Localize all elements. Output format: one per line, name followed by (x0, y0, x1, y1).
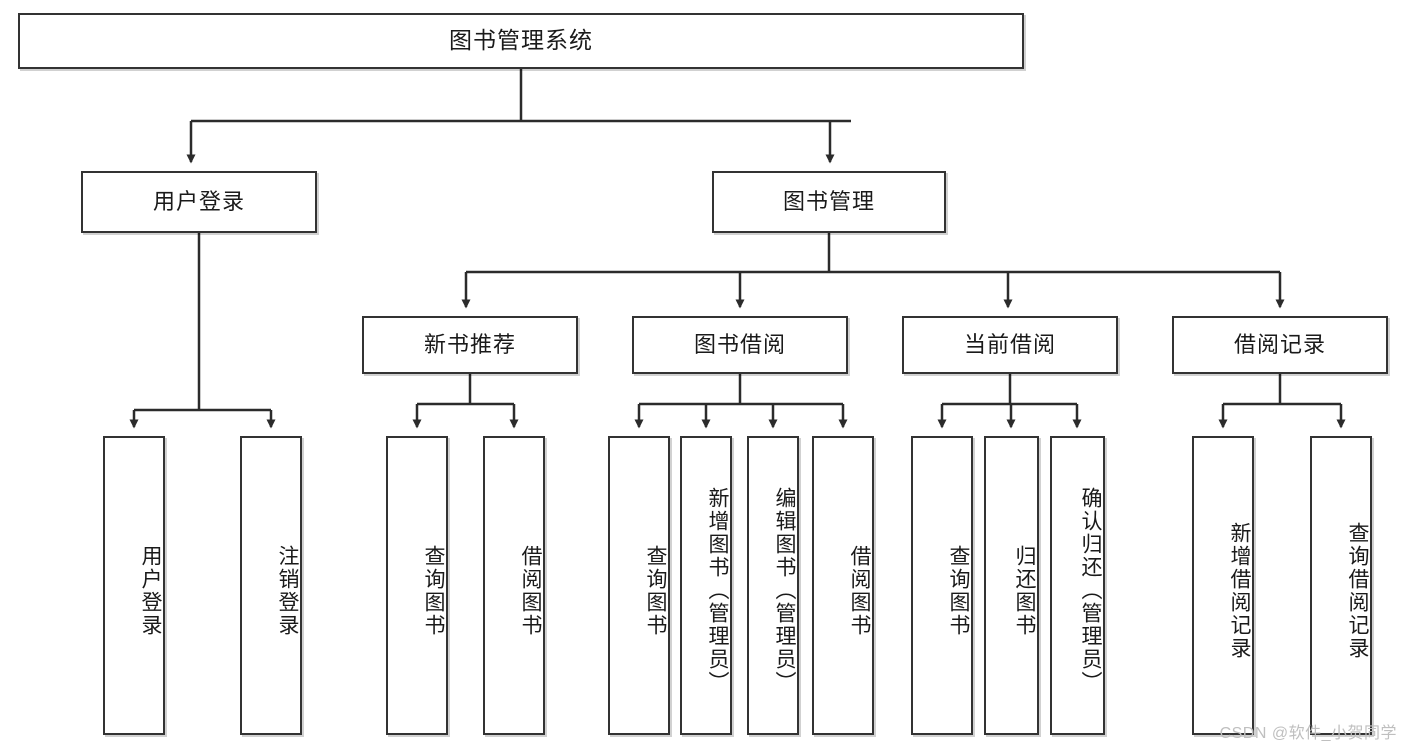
node-leaf-borrow-book-recommend[interactable]: 借阅图书 (483, 436, 545, 735)
node-leaf-logout-login[interactable]: 注销登录 (240, 436, 302, 735)
node-label: 图书管理 (782, 188, 875, 214)
node-leaf-borrow-book[interactable]: 借阅图书 (812, 436, 874, 735)
node-leaf-query-book-borrow[interactable]: 查询图书 (608, 436, 670, 735)
node-new-book-recommend[interactable]: 新书推荐 (362, 316, 578, 374)
node-label: 借阅图书 (848, 544, 871, 637)
node-root-book-management-system[interactable]: 图书管理系统 (18, 13, 1024, 69)
node-leaf-query-borrow-record[interactable]: 查询借阅记录 (1310, 436, 1372, 735)
node-current-borrow[interactable]: 当前借阅 (902, 316, 1118, 374)
node-label: 查询图书 (422, 544, 445, 637)
node-leaf-add-book-admin[interactable]: 新增图书（管理员） (680, 436, 732, 735)
node-label: 查询借阅记录 (1346, 521, 1369, 660)
node-leaf-confirm-return-admin[interactable]: 确认归还（管理员） (1050, 436, 1105, 735)
node-label: 编辑图书（管理员） (773, 487, 796, 694)
node-label: 新书推荐 (423, 331, 516, 357)
node-label: 查询图书 (947, 544, 970, 637)
node-book-management[interactable]: 图书管理 (712, 171, 946, 233)
node-book-borrow[interactable]: 图书借阅 (632, 316, 848, 374)
node-leaf-query-book-recommend[interactable]: 查询图书 (386, 436, 448, 735)
node-label: 借阅记录 (1233, 331, 1326, 357)
node-label: 用户登录 (152, 188, 245, 214)
node-leaf-add-borrow-record[interactable]: 新增借阅记录 (1192, 436, 1254, 735)
node-label: 用户登录 (139, 544, 162, 637)
node-leaf-user-login[interactable]: 用户登录 (103, 436, 165, 735)
node-label: 查询图书 (644, 544, 667, 637)
node-label: 图书借阅 (693, 331, 786, 357)
node-label: 新增借阅记录 (1228, 521, 1251, 660)
watermark-text: CSDN @软件_小贺同学 (1219, 725, 1397, 742)
node-label: 借阅图书 (519, 544, 542, 637)
node-leaf-return-book[interactable]: 归还图书 (984, 436, 1039, 735)
node-user-login[interactable]: 用户登录 (81, 171, 317, 233)
node-label: 归还图书 (1013, 544, 1036, 637)
node-label: 当前借阅 (963, 331, 1056, 357)
node-label: 新增图书（管理员） (706, 487, 729, 694)
node-label: 图书管理系统 (449, 27, 593, 54)
node-label: 确认归还（管理员） (1079, 487, 1102, 694)
node-leaf-edit-book-admin[interactable]: 编辑图书（管理员） (747, 436, 799, 735)
node-label: 注销登录 (276, 544, 299, 637)
node-borrow-record[interactable]: 借阅记录 (1172, 316, 1388, 374)
node-leaf-query-book-current[interactable]: 查询图书 (911, 436, 973, 735)
